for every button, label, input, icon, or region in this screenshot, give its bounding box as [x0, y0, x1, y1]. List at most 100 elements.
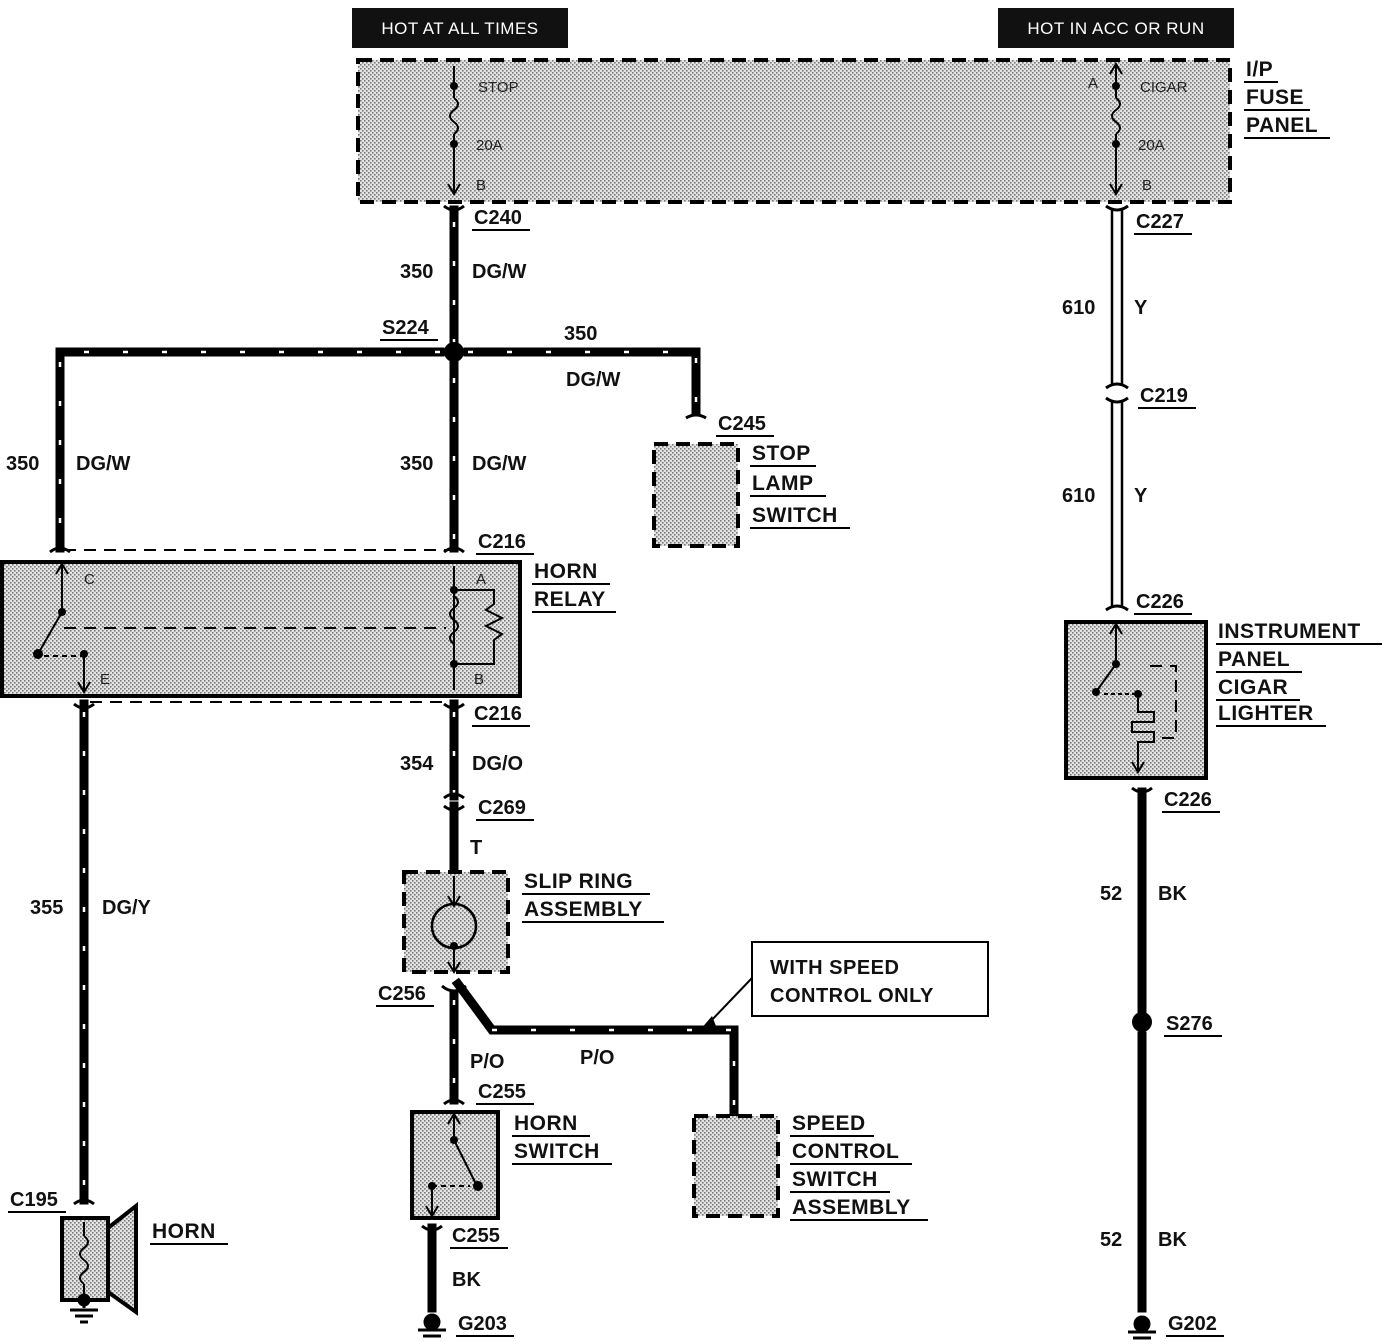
slip-ring-assembly: SLIP RING ASSEMBLY	[402, 870, 664, 974]
cigar-fuse-pin-b: B	[1142, 177, 1152, 194]
w350-left-circuit: 350	[6, 453, 39, 475]
components-horn-relay-pins-3-label: B	[474, 671, 484, 688]
c227-label: C227	[1136, 211, 1184, 233]
note-0-label: WITH SPEED	[770, 957, 899, 979]
components-stop-lamp-switch-0-label: STOP	[752, 442, 811, 465]
note-1-label: CONTROL ONLY	[770, 985, 934, 1007]
c245-label: C245	[718, 413, 766, 435]
wire-350-stop	[463, 347, 701, 415]
components-horn-relay-lines-1-label: RELAY	[534, 588, 606, 611]
c240-label: C240	[474, 207, 522, 229]
headers-hot-always-label: HOT AT ALL TIMES	[381, 19, 538, 38]
stop-fuse-rating: 20A	[476, 137, 503, 154]
components-horn-label: HORN	[152, 1220, 216, 1243]
c255-top-label: C255	[478, 1081, 526, 1103]
c195-label: C195	[10, 1189, 58, 1211]
w610-upper-circuit: 610	[1062, 297, 1095, 319]
w350-stop-color: DG/W	[566, 369, 621, 391]
s224-label: S224	[382, 317, 430, 339]
c226-bottom-label: C226	[1164, 789, 1212, 811]
headers-hot-acc-run-label: HOT IN ACC OR RUN	[1027, 19, 1204, 38]
components-horn-relay-pins-2-label: A	[476, 571, 486, 588]
w52-lower-circuit: 52	[1100, 1229, 1122, 1251]
wire-350-left	[55, 347, 445, 553]
cigar-fuse-rating: 20A	[1138, 137, 1165, 154]
components-cigar-lighter-0-label: INSTRUMENT	[1218, 620, 1361, 643]
stop-fuse-label: STOP	[478, 79, 519, 96]
w350-stop-circuit: 350	[564, 323, 597, 345]
ground-g202-icon	[1128, 1315, 1156, 1340]
components-speed-control-switch-1-label: CONTROL	[792, 1140, 899, 1163]
w52-upper-color: BK	[1158, 883, 1187, 905]
c226-top-label: C226	[1136, 591, 1184, 613]
horn-relay: C E A B HORN RELAY	[0, 549, 616, 703]
stop-fuse: STOP 20A B	[447, 66, 519, 196]
w354-circuit: 354	[400, 753, 434, 775]
cigar-lighter: INSTRUMENT PANEL CIGAR LIGHTER	[1064, 620, 1382, 780]
w52-upper-circuit: 52	[1100, 883, 1122, 905]
components-slip-ring-1-label: ASSEMBLY	[524, 898, 643, 921]
components-cigar-lighter-2-label: CIGAR	[1218, 676, 1288, 699]
wt-color: T	[470, 837, 482, 859]
c219-label: C219	[1140, 385, 1188, 407]
w354-color: DG/O	[472, 753, 523, 775]
fuse-panel-label-3: PANEL	[1246, 114, 1318, 137]
splice-s224	[444, 342, 464, 362]
hot-at-all-times-header: HOT AT ALL TIMES	[352, 8, 568, 48]
stop-fuse-pin-b: B	[476, 177, 486, 194]
w355-color: DG/Y	[102, 897, 152, 919]
components-horn-switch-0-label: HORN	[514, 1112, 578, 1135]
components-horn-switch-1-label: SWITCH	[514, 1140, 600, 1163]
c255-bottom-label: C255	[452, 1225, 500, 1247]
wire-610	[1110, 210, 1124, 606]
wire-po-speed-control	[451, 977, 739, 1117]
c216-bottom-label: C216	[474, 703, 522, 725]
speed-control-note: WITH SPEED CONTROL ONLY	[700, 941, 989, 1030]
components-horn-relay-pins-0-label: C	[84, 571, 95, 588]
wpo-right-color: P/O	[580, 1047, 614, 1069]
wpo-left-color: P/O	[470, 1051, 504, 1073]
w350-main-color: DG/W	[472, 261, 527, 283]
speed-control-switch-assembly: SPEED CONTROL SWITCH ASSEMBLY	[692, 1112, 928, 1221]
components-stop-lamp-switch-2-label: SWITCH	[752, 504, 838, 527]
w610-lower-circuit: 610	[1062, 485, 1095, 507]
hot-in-acc-or-run-header: HOT IN ACC OR RUN	[998, 8, 1234, 48]
horn-switch: HORN SWITCH	[410, 1110, 612, 1220]
connector-marks	[49, 204, 1153, 1232]
components-speed-control-switch-0-label: SPEED	[792, 1112, 866, 1135]
w610-upper-color: Y	[1134, 297, 1148, 319]
g203-label: G203	[458, 1313, 507, 1335]
fuse-panel-label-1: I/P	[1246, 58, 1273, 81]
cigar-fuse-pin-a: A	[1088, 75, 1098, 92]
wbk-horn-switch-color: BK	[452, 1269, 481, 1291]
w350-mid-color: DG/W	[472, 453, 527, 475]
ip-fuse-panel: STOP 20A B A CIGAR 20A B I/P FUSE PANEL	[356, 58, 1330, 204]
c269-label: C269	[478, 797, 526, 819]
components-horn-relay-pins-1-label: E	[100, 671, 110, 688]
c216-top-label: C216	[478, 531, 526, 553]
components-speed-control-switch-3-label: ASSEMBLY	[792, 1196, 911, 1219]
w355-circuit: 355	[30, 897, 63, 919]
components-stop-lamp-switch-1-label: LAMP	[752, 472, 814, 495]
components-cigar-lighter-3-label: LIGHTER	[1218, 702, 1314, 725]
cigar-fuse: A CIGAR 20A B	[1088, 62, 1188, 196]
fuse-panel-label-2: FUSE	[1246, 86, 1304, 109]
w350-main-circuit: 350	[400, 261, 433, 283]
cigar-fuse-label: CIGAR	[1140, 79, 1188, 96]
components-cigar-lighter-1-label: PANEL	[1218, 648, 1290, 671]
horn-ground-icon	[70, 1293, 98, 1324]
w350-mid-circuit: 350	[400, 453, 433, 475]
w350-left-color: DG/W	[76, 453, 131, 475]
c256-label: C256	[378, 983, 426, 1005]
components-slip-ring-0-label: SLIP RING	[524, 870, 633, 893]
splice-s276	[1132, 1012, 1152, 1032]
components-speed-control-switch-2-label: SWITCH	[792, 1168, 878, 1191]
ground-g203-icon	[418, 1313, 446, 1338]
w610-lower-color: Y	[1134, 485, 1148, 507]
s276-label: S276	[1166, 1013, 1213, 1035]
w52-lower-color: BK	[1158, 1229, 1187, 1251]
g202-label: G202	[1168, 1313, 1217, 1335]
stop-lamp-switch: STOP LAMP SWITCH	[652, 442, 850, 548]
components-horn-relay-lines-0-label: HORN	[534, 560, 598, 583]
